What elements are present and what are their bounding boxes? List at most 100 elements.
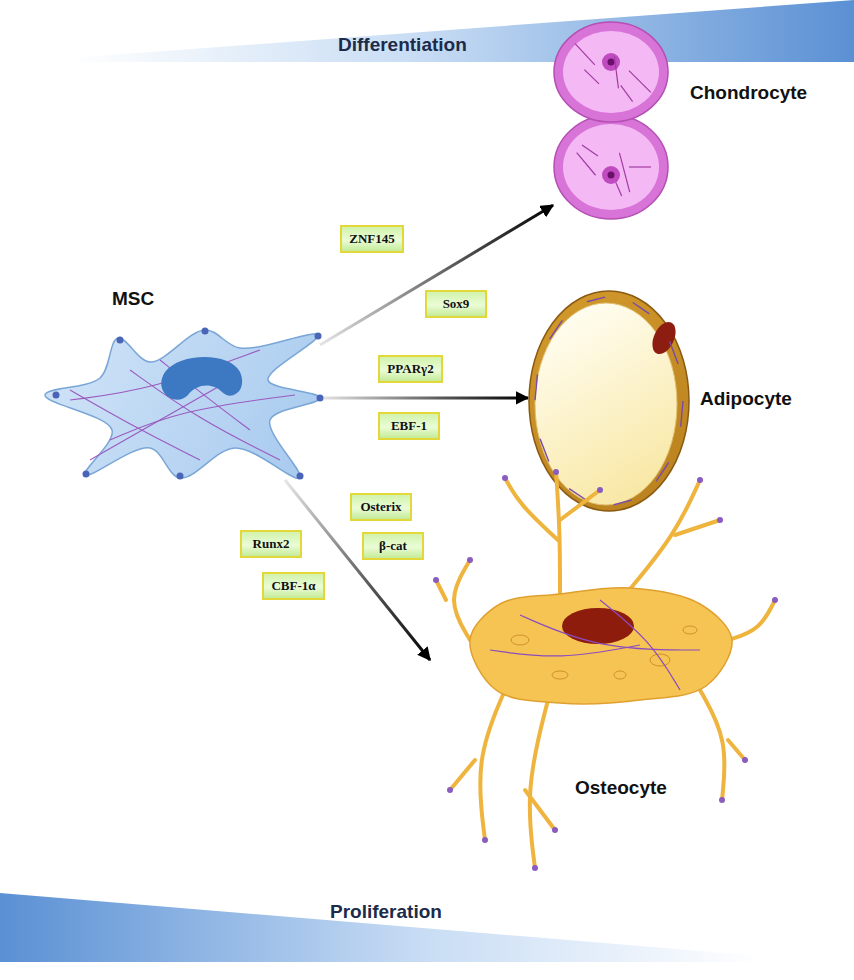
filament — [681, 401, 683, 427]
dendrite-tip — [772, 597, 778, 603]
nucleus — [161, 357, 242, 400]
filament — [613, 500, 631, 505]
dendrite — [625, 480, 700, 595]
organelle — [650, 654, 670, 666]
filament — [629, 166, 651, 167]
filament — [575, 44, 595, 65]
filament — [629, 71, 651, 93]
cell-label: Chondrocyte — [690, 82, 807, 104]
dendrite — [530, 700, 548, 868]
proliferation-band: Proliferation — [0, 893, 854, 962]
osteocyte-cell: Osteocyte — [430, 462, 750, 877]
factor-name: PPARγ2 — [387, 361, 433, 377]
dendrite-tip — [552, 827, 558, 833]
dendrite — [436, 580, 446, 600]
organelle — [552, 671, 568, 679]
factor-tag: PPARγ2 — [378, 355, 443, 383]
cell-label: Adipocyte — [700, 388, 792, 410]
process-tip — [177, 473, 184, 480]
process-tip — [83, 471, 90, 478]
dendrite — [525, 790, 555, 830]
filament — [584, 70, 599, 84]
dendrite — [450, 760, 475, 790]
dendrite — [728, 600, 775, 640]
dendrite — [700, 690, 724, 800]
factor-name: β-cat — [379, 538, 407, 554]
filament — [614, 56, 618, 88]
cell-label: Osteocyte — [575, 777, 667, 799]
filament — [621, 85, 633, 101]
chondrocyte-cell: Chondrocyte — [553, 22, 670, 217]
dendrite — [480, 690, 505, 840]
differentiation-band: Differentiation — [0, 0, 854, 62]
cytoplasm — [563, 31, 659, 113]
filament — [670, 341, 679, 364]
cell-membrane — [554, 115, 668, 219]
dendrite-tip — [717, 517, 723, 523]
cell-body — [470, 588, 732, 704]
band-heading: Differentiation — [338, 34, 467, 56]
organelle — [683, 626, 697, 634]
dendrite — [505, 478, 558, 540]
dendrite-tip — [467, 557, 473, 563]
organelle — [614, 671, 626, 679]
filament — [600, 600, 680, 690]
factor-name: Sox9 — [443, 296, 470, 312]
filament — [70, 390, 200, 460]
factor-tag: β-cat — [362, 532, 424, 560]
filament — [619, 153, 629, 192]
nucleus — [602, 166, 620, 184]
factor-name: EBF-1 — [391, 418, 427, 434]
adipocyte-cell-drawing — [528, 290, 690, 512]
filament — [70, 350, 260, 400]
factor-tag: ZNF145 — [340, 225, 404, 253]
dendrite — [728, 740, 745, 760]
nucleolus — [608, 172, 615, 179]
filament — [587, 297, 605, 302]
process-tip — [297, 473, 304, 480]
nucleolus — [608, 59, 615, 66]
dendrite — [454, 560, 470, 640]
dendrite-tip — [447, 787, 453, 793]
cell-membrane — [45, 330, 320, 479]
adipocyte-cell: Adipocyte — [528, 290, 690, 512]
filament — [90, 380, 230, 460]
filament — [582, 145, 598, 156]
dendrite-tip — [502, 475, 508, 481]
process-tip — [317, 395, 324, 402]
dendrite-tip — [697, 477, 703, 483]
dendrite-tip — [719, 797, 725, 803]
cell-label: MSC — [112, 288, 154, 310]
band-shape — [70, 0, 854, 62]
factor-name: CBF-1α — [271, 578, 315, 594]
cytoplasm — [563, 124, 659, 210]
process-tip — [315, 333, 322, 340]
msc-cell: MSC — [40, 285, 320, 480]
filament — [550, 320, 563, 339]
dendrite-tip — [433, 577, 439, 583]
factor-tag: CBF-1α — [262, 572, 325, 600]
filament — [520, 615, 700, 650]
factor-name: Runx2 — [253, 536, 290, 552]
filament — [577, 153, 596, 176]
dendrite-tip — [482, 837, 488, 843]
nucleus — [562, 608, 634, 644]
organelle — [511, 635, 529, 645]
differentiation-arrow — [285, 480, 430, 660]
filament — [633, 303, 650, 314]
differentiation-arrow — [320, 396, 528, 399]
factor-tag: EBF-1 — [378, 412, 440, 440]
dendrite-tip — [597, 487, 603, 493]
factor-tag: Sox9 — [425, 290, 487, 318]
dendrite — [560, 490, 600, 520]
dendrite-tip — [532, 865, 538, 871]
factor-name: ZNF145 — [349, 231, 395, 247]
filament — [656, 462, 669, 481]
filament — [569, 489, 586, 500]
factor-tag: Osterix — [350, 493, 412, 521]
cell-membrane — [529, 291, 689, 511]
nucleus — [602, 53, 620, 71]
chondrocyte-cell-drawing — [553, 22, 670, 217]
